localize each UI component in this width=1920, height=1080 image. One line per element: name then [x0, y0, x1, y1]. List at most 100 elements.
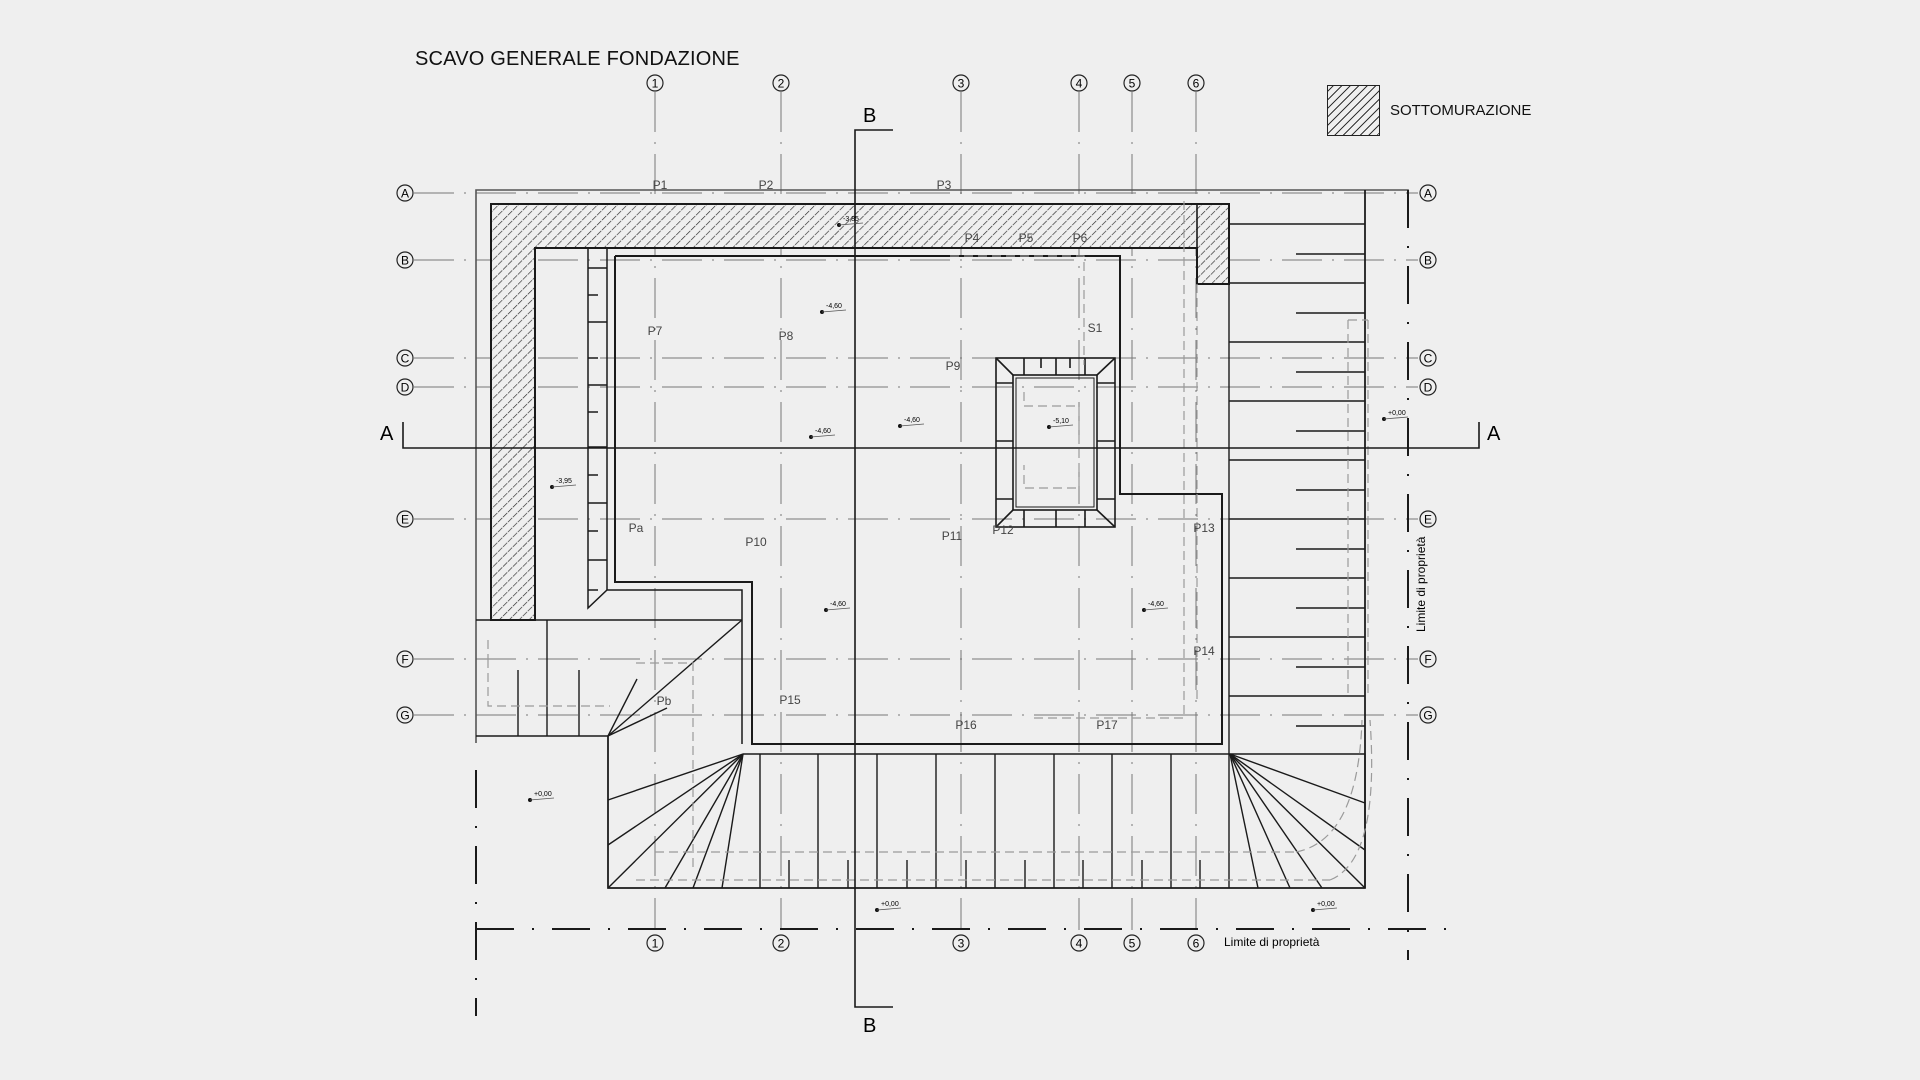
svg-text:6: 6	[1193, 77, 1200, 91]
svg-text:F: F	[1424, 653, 1431, 667]
grid-bubble-column: 5	[1123, 934, 1141, 952]
grid-bubble-row: D	[1419, 378, 1437, 396]
elevation-value: -3,85	[843, 216, 859, 223]
grid-bubble-column: 3	[952, 934, 970, 952]
grid-bubble-column: 4	[1070, 74, 1088, 92]
section-b-bottom-label: B	[863, 1015, 876, 1037]
pillar-label: P13	[1193, 521, 1215, 535]
elevation-value: +0,00	[1317, 901, 1335, 908]
svg-text:C: C	[1424, 352, 1433, 366]
elevation-marker: +0,00	[528, 791, 555, 802]
grid-bubble-column: 2	[772, 934, 790, 952]
elevation-value: +0,00	[534, 791, 552, 798]
pillar-label: P10	[745, 535, 767, 549]
underpinning-hatch	[490, 203, 1230, 621]
ramp-bottom	[607, 736, 1366, 889]
grid-bubble-row: A	[1419, 184, 1437, 202]
excavation-floor-outline	[614, 247, 1223, 745]
grid-bubble-row: B	[1419, 251, 1437, 269]
grid-bubble-column: 6	[1187, 934, 1205, 952]
pillar-label: P16	[955, 718, 977, 732]
svg-text:G: G	[400, 709, 409, 723]
grid-bubble-row: G	[396, 706, 414, 724]
property-limit-label-vertical: Limite di proprietà	[1414, 536, 1428, 632]
elevation-value: -4,60	[904, 417, 920, 424]
svg-text:F: F	[401, 653, 408, 667]
grid-bubble-row: G	[1419, 706, 1437, 724]
grid-bubble-row: B	[396, 251, 414, 269]
grid-bubble-row: E	[396, 510, 414, 528]
svg-text:4: 4	[1076, 937, 1083, 951]
right-berm	[1228, 190, 1366, 888]
elevation-value: -4,60	[1148, 601, 1164, 608]
grid-bubble-row: A	[396, 184, 414, 202]
elevation-marker: -4,60	[809, 428, 836, 439]
svg-text:A: A	[401, 187, 409, 201]
svg-text:2: 2	[778, 77, 785, 91]
section-b-top-label: B	[863, 105, 876, 127]
pillar-label: P6	[1073, 231, 1088, 245]
property-limit-label-horizontal: Limite di proprietà	[1224, 935, 1320, 949]
property-limit-lines	[475, 190, 1462, 1016]
pillar-label: P5	[1019, 231, 1034, 245]
svg-text:1: 1	[652, 937, 659, 951]
svg-text:E: E	[1424, 513, 1432, 527]
elevation-marker: +0,00	[1311, 901, 1338, 912]
pillar-label: P7	[648, 324, 663, 338]
grid-bubble-column: 1	[646, 934, 664, 952]
elevation-marker: -3,95	[550, 478, 577, 489]
elevation-value: +0,00	[881, 901, 899, 908]
pillar-label: P17	[1096, 718, 1118, 732]
pillar-label: P9	[946, 359, 961, 373]
svg-text:B: B	[1424, 254, 1432, 268]
elevation-value: +0,00	[1388, 410, 1406, 417]
svg-text:6: 6	[1193, 937, 1200, 951]
pillar-label: P4	[965, 231, 980, 245]
pillar-label: S1	[1088, 321, 1103, 335]
section-a-right-label: A	[1487, 423, 1501, 445]
elevation-marker: -4,60	[1142, 601, 1169, 612]
elevation-marker: +0,00	[875, 901, 902, 912]
svg-text:5: 5	[1129, 937, 1136, 951]
elevation-value: -3,95	[556, 478, 572, 485]
svg-text:B: B	[401, 254, 409, 268]
pillar-label: P15	[779, 693, 801, 707]
pillar-label: P8	[779, 329, 794, 343]
hidden-lines	[487, 201, 1373, 881]
grid-bubble-column: 6	[1187, 74, 1205, 92]
svg-text:A: A	[1424, 187, 1432, 201]
section-a-left-label: A	[380, 423, 394, 445]
grid-bubble-row: F	[1419, 650, 1437, 668]
elevation-marker: -5,10	[1047, 418, 1074, 429]
svg-text:5: 5	[1129, 77, 1136, 91]
pillar-label: P3	[937, 178, 952, 192]
pillar-label: Pb	[657, 694, 672, 708]
grid-bubble-column: 2	[772, 74, 790, 92]
left-berm	[587, 248, 743, 744]
grid-bubble-column: 5	[1123, 74, 1141, 92]
grid-bubble-row: C	[396, 349, 414, 367]
pillar-label: P14	[1193, 644, 1215, 658]
svg-text:3: 3	[958, 937, 965, 951]
grid-bubble-row: E	[1419, 510, 1437, 528]
pillar-label: Pa	[629, 521, 644, 535]
elevation-value: -4,60	[830, 601, 846, 608]
elevation-marker: -4,60	[898, 417, 925, 428]
elevation-marker: -4,60	[820, 303, 847, 314]
elevation-marker: -3,85	[837, 216, 864, 227]
legend-label: SOTTOMURAZIONE	[1390, 102, 1532, 119]
grid-bubble-row: F	[396, 650, 414, 668]
svg-text:D: D	[401, 381, 410, 395]
grid-bubble-column: 1	[646, 74, 664, 92]
ramp-left	[517, 619, 743, 737]
elevation-markers: -3,85 -4,60 -4,60 -4,60 -5,10 -3,95 -4,60 -4,60…	[528, 216, 1409, 912]
svg-text:4: 4	[1076, 77, 1083, 91]
hatch-swatch-icon	[1327, 85, 1380, 136]
svg-text:E: E	[401, 513, 409, 527]
grid-bubble-column: 3	[952, 74, 970, 92]
svg-text:3: 3	[958, 77, 965, 91]
pillar-label: P11	[942, 529, 963, 543]
elevation-value: -5,10	[1053, 418, 1069, 425]
